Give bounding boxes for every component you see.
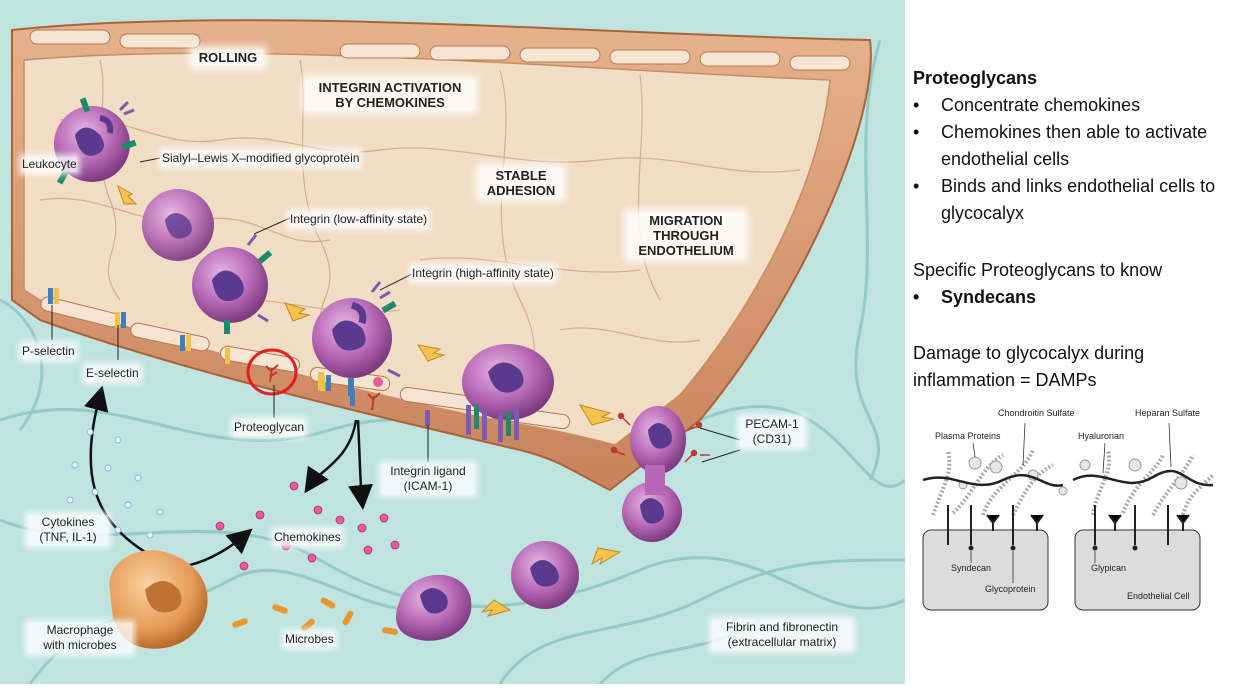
damage-text: Damage to glycocalyx during inflammation… — [913, 343, 1145, 390]
leukocyte-6-transmigrating — [622, 406, 686, 542]
migration-arrows — [117, 184, 622, 617]
notes-panel: Proteoglycans Concentrate chemokines Che… — [913, 0, 1233, 684]
endothelial-cell-right — [1074, 529, 1201, 611]
cytokines-label: Cytokines(TNF, IL-1) — [28, 515, 108, 545]
proteoglycan-mark — [265, 364, 381, 411]
chondroitin-sulfate-label: Chondroitin Sulfate — [998, 408, 1075, 418]
glycocalyx-svg — [922, 422, 1215, 611]
stage-rolling-label: ROLLING — [193, 50, 263, 65]
cytokine-dots — [66, 428, 164, 539]
pecam-label: PECAM-1(CD31) — [740, 417, 804, 447]
hyaluronan-strands — [922, 469, 1214, 487]
glycocalyx-leader-lines — [970, 422, 1172, 583]
leader-lines — [51, 157, 741, 463]
leukocyte-5 — [462, 344, 554, 442]
endothelial-cell-label: Endothelial Cell — [1127, 591, 1190, 601]
bullet-item: Chemokines then able to activate endothe… — [913, 119, 1223, 173]
hyaluronan-label: Hyaluronan — [1078, 431, 1125, 441]
leukocyte-2 — [142, 189, 214, 261]
sialyl-lewis-label: Sialyl–Lewis X–modified glycoprotein — [162, 151, 360, 166]
plasma-proteins-label: Plasma Proteins — [935, 431, 1001, 441]
leukocyte-3 — [192, 234, 273, 334]
chemokine-dots — [215, 481, 400, 571]
bullet-item: Binds and links endothelial cells to gly… — [913, 173, 1223, 227]
wall-cells-top — [29, 29, 851, 71]
microbes-label: Microbes — [285, 632, 334, 647]
proteoglycan-highlight-circle — [246, 348, 298, 396]
proteoglycan-bullet-list: Concentrate chemokines Chemokines then a… — [913, 92, 1223, 227]
selectins — [48, 288, 430, 426]
bullet-item: Concentrate chemokines — [913, 92, 1223, 119]
leukocyte-label: Leukocyte — [22, 157, 77, 172]
proteoglycan-label: Proteoglycan — [234, 420, 305, 435]
bullet-item-syndecans: Syndecans — [913, 284, 1223, 311]
specific-heading: Specific Proteoglycans to know — [913, 260, 1163, 280]
integrin-high-label: Integrin (high-affinity state) — [412, 266, 554, 281]
syndecan-label: Syndecan — [951, 563, 992, 573]
core-proteins — [947, 505, 1190, 545]
glycoprotein-label: Glycoprotein — [985, 584, 1036, 594]
leukocyte-8 — [396, 574, 472, 641]
p-selectin-label: P-selectin — [22, 344, 75, 359]
e-selectin-label: E-selectin — [86, 366, 139, 381]
integrin-ligand-label: Integrin ligand(ICAM-1) — [382, 464, 474, 494]
macrophage — [109, 550, 208, 649]
glycocalyx-diagram: Chondroitin Sulfate Heparan Sulfate Plas… — [913, 405, 1225, 620]
anchor-dots — [968, 545, 1138, 551]
microbe-rods — [232, 597, 398, 635]
glypican-label: Glypican — [1091, 563, 1127, 573]
pecam-marks — [610, 412, 710, 463]
endothelial-cell-left — [922, 529, 1049, 611]
chemokines-label: Chemokines — [274, 530, 341, 545]
panel-title: Proteoglycans — [913, 68, 1038, 88]
fibrin-label: Fibrin and fibronectin(extracellular mat… — [712, 620, 852, 650]
heparan-sulfate-label: Heparan Sulfate — [1135, 408, 1201, 418]
specific-bullet-list: Syndecans — [913, 284, 1223, 311]
leukocyte-7 — [511, 541, 579, 609]
leukocyte-4 — [312, 281, 401, 396]
integrin-low-label: Integrin (low-affinity state) — [290, 212, 428, 227]
